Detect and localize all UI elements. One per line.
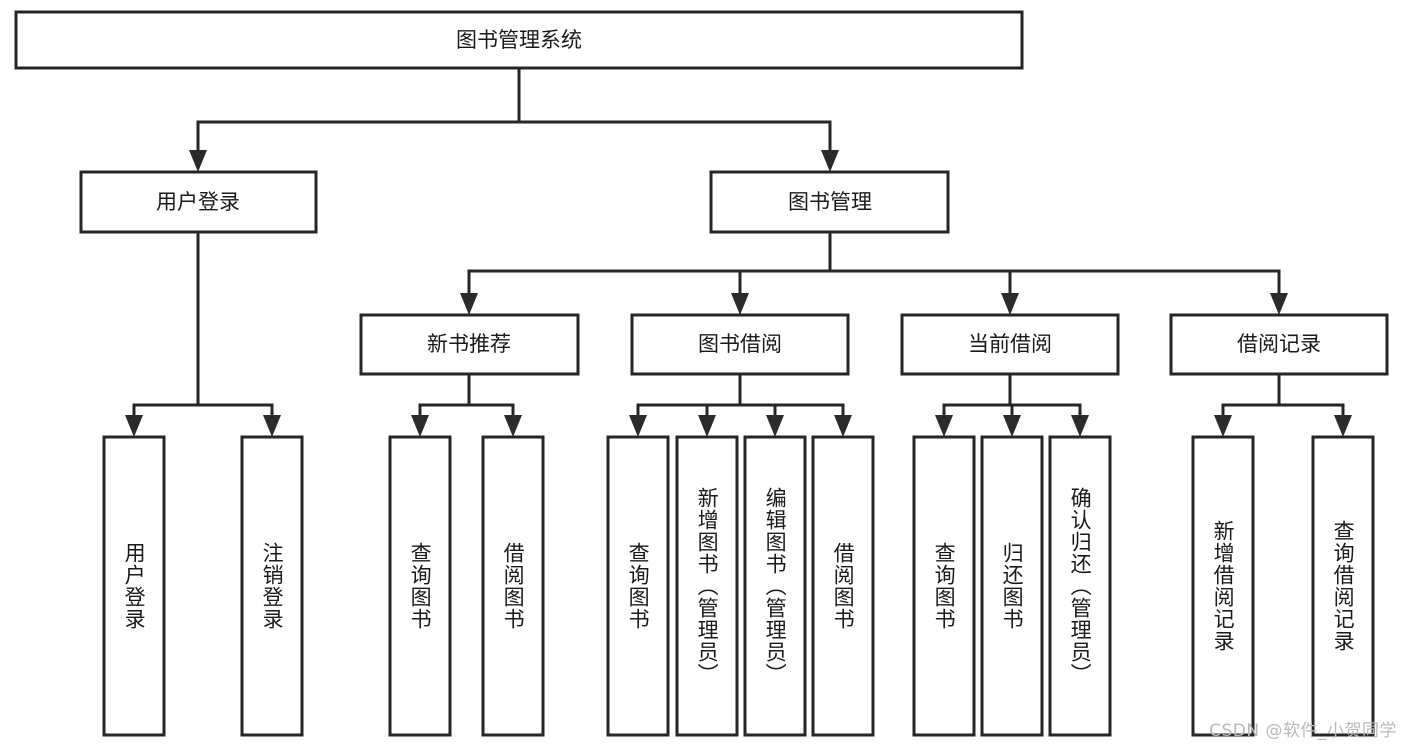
leaf-box-add-borrow-record[interactable] — [1191, 435, 1255, 737]
watermark-text: CSDN @软件_小贺同学 — [1209, 721, 1397, 741]
leaf-box-query-borrow-record[interactable] — [1311, 435, 1375, 737]
node-root-box[interactable] — [14, 10, 1024, 70]
leaf-box-edit-book-admin[interactable] — [743, 435, 807, 737]
connector-group-book-management — [460, 230, 1288, 315]
node-user-login-box[interactable] — [79, 170, 318, 234]
node-current-borrow-label: 当前借阅 — [968, 332, 1052, 356]
arrow-icon-to-book-management — [821, 150, 839, 172]
leaf-box-query-book-recommend[interactable] — [388, 435, 452, 737]
arrow-icon-to-borrow-record — [1270, 293, 1288, 315]
leaf-box-borrow-book[interactable] — [811, 435, 875, 737]
leaf-box-return-book[interactable] — [980, 435, 1044, 737]
connector-group-current-borrow — [935, 372, 1089, 437]
arrow-icon-to-leaf-borrow-book — [834, 415, 852, 437]
arrow-icon-to-leaf-query-book-recommend — [411, 415, 429, 437]
leaf-box-confirm-return-admin[interactable] — [1048, 435, 1112, 737]
leaf-box-query-book-borrow[interactable] — [606, 435, 670, 737]
connector-group-borrow-record — [1214, 372, 1352, 437]
node-book-borrow-box[interactable] — [630, 313, 850, 376]
leaf-box-add-book-admin[interactable] — [675, 435, 739, 737]
arrow-icon-to-book-borrow — [731, 293, 749, 315]
node-book-management-box[interactable] — [709, 170, 950, 234]
leaf-box-query-book-current[interactable] — [912, 435, 976, 737]
connector-group-root — [189, 66, 839, 172]
leaf-box-user-logout[interactable] — [240, 435, 304, 737]
arrow-icon-to-leaf-add-borrow-record — [1214, 415, 1232, 437]
node-new-book-recommend[interactable]: 新书推荐 — [359, 313, 580, 376]
arrow-icon-to-leaf-query-book-current — [935, 415, 953, 437]
node-borrow-record-label: 借阅记录 — [1237, 332, 1321, 356]
arrow-icon-to-current-borrow — [1001, 293, 1019, 315]
node-new-book-recommend-box[interactable] — [359, 313, 580, 376]
arrow-icon-to-leaf-user-logout — [263, 415, 281, 437]
arrow-icon-to-leaf-edit-book-admin — [766, 415, 784, 437]
node-root[interactable]: 图书管理系统 — [14, 10, 1024, 70]
arrow-icon-to-leaf-query-borrow-record — [1334, 415, 1352, 437]
node-current-borrow-box[interactable] — [900, 313, 1120, 376]
arrow-icon-to-new-book-recommend — [460, 293, 478, 315]
connector-group-user-login — [125, 230, 281, 437]
arrow-icon-to-leaf-query-book-borrow — [629, 415, 647, 437]
arrow-icon-to-leaf-add-book-admin — [698, 415, 716, 437]
node-book-management[interactable]: 图书管理 — [709, 170, 950, 234]
node-borrow-record[interactable]: 借阅记录 — [1169, 313, 1389, 376]
node-book-management-label: 图书管理 — [788, 190, 872, 214]
connector-group-new-book-recommend — [411, 372, 522, 437]
leaf-boxes — [102, 435, 1375, 737]
node-user-login-label: 用户登录 — [156, 190, 240, 214]
arrow-icon-to-leaf-return-book — [1003, 415, 1021, 437]
node-book-borrow[interactable]: 图书借阅 — [630, 313, 850, 376]
node-current-borrow[interactable]: 当前借阅 — [900, 313, 1120, 376]
node-user-login[interactable]: 用户登录 — [79, 170, 318, 234]
leaf-box-borrow-book-recommend[interactable] — [481, 435, 545, 737]
node-book-borrow-label: 图书借阅 — [698, 332, 782, 356]
node-borrow-record-box[interactable] — [1169, 313, 1389, 376]
node-root-label: 图书管理系统 — [456, 28, 582, 52]
connector-group-book-borrow — [629, 372, 852, 437]
arrow-icon-to-leaf-confirm-return-admin — [1071, 415, 1089, 437]
leaf-box-user-login[interactable] — [102, 435, 166, 737]
arrow-icon-to-leaf-borrow-book-recommend — [504, 415, 522, 437]
node-new-book-recommend-label: 新书推荐 — [427, 332, 511, 356]
arrow-icon-to-leaf-user-login — [125, 415, 143, 437]
arrow-icon-to-user-login — [189, 150, 207, 172]
